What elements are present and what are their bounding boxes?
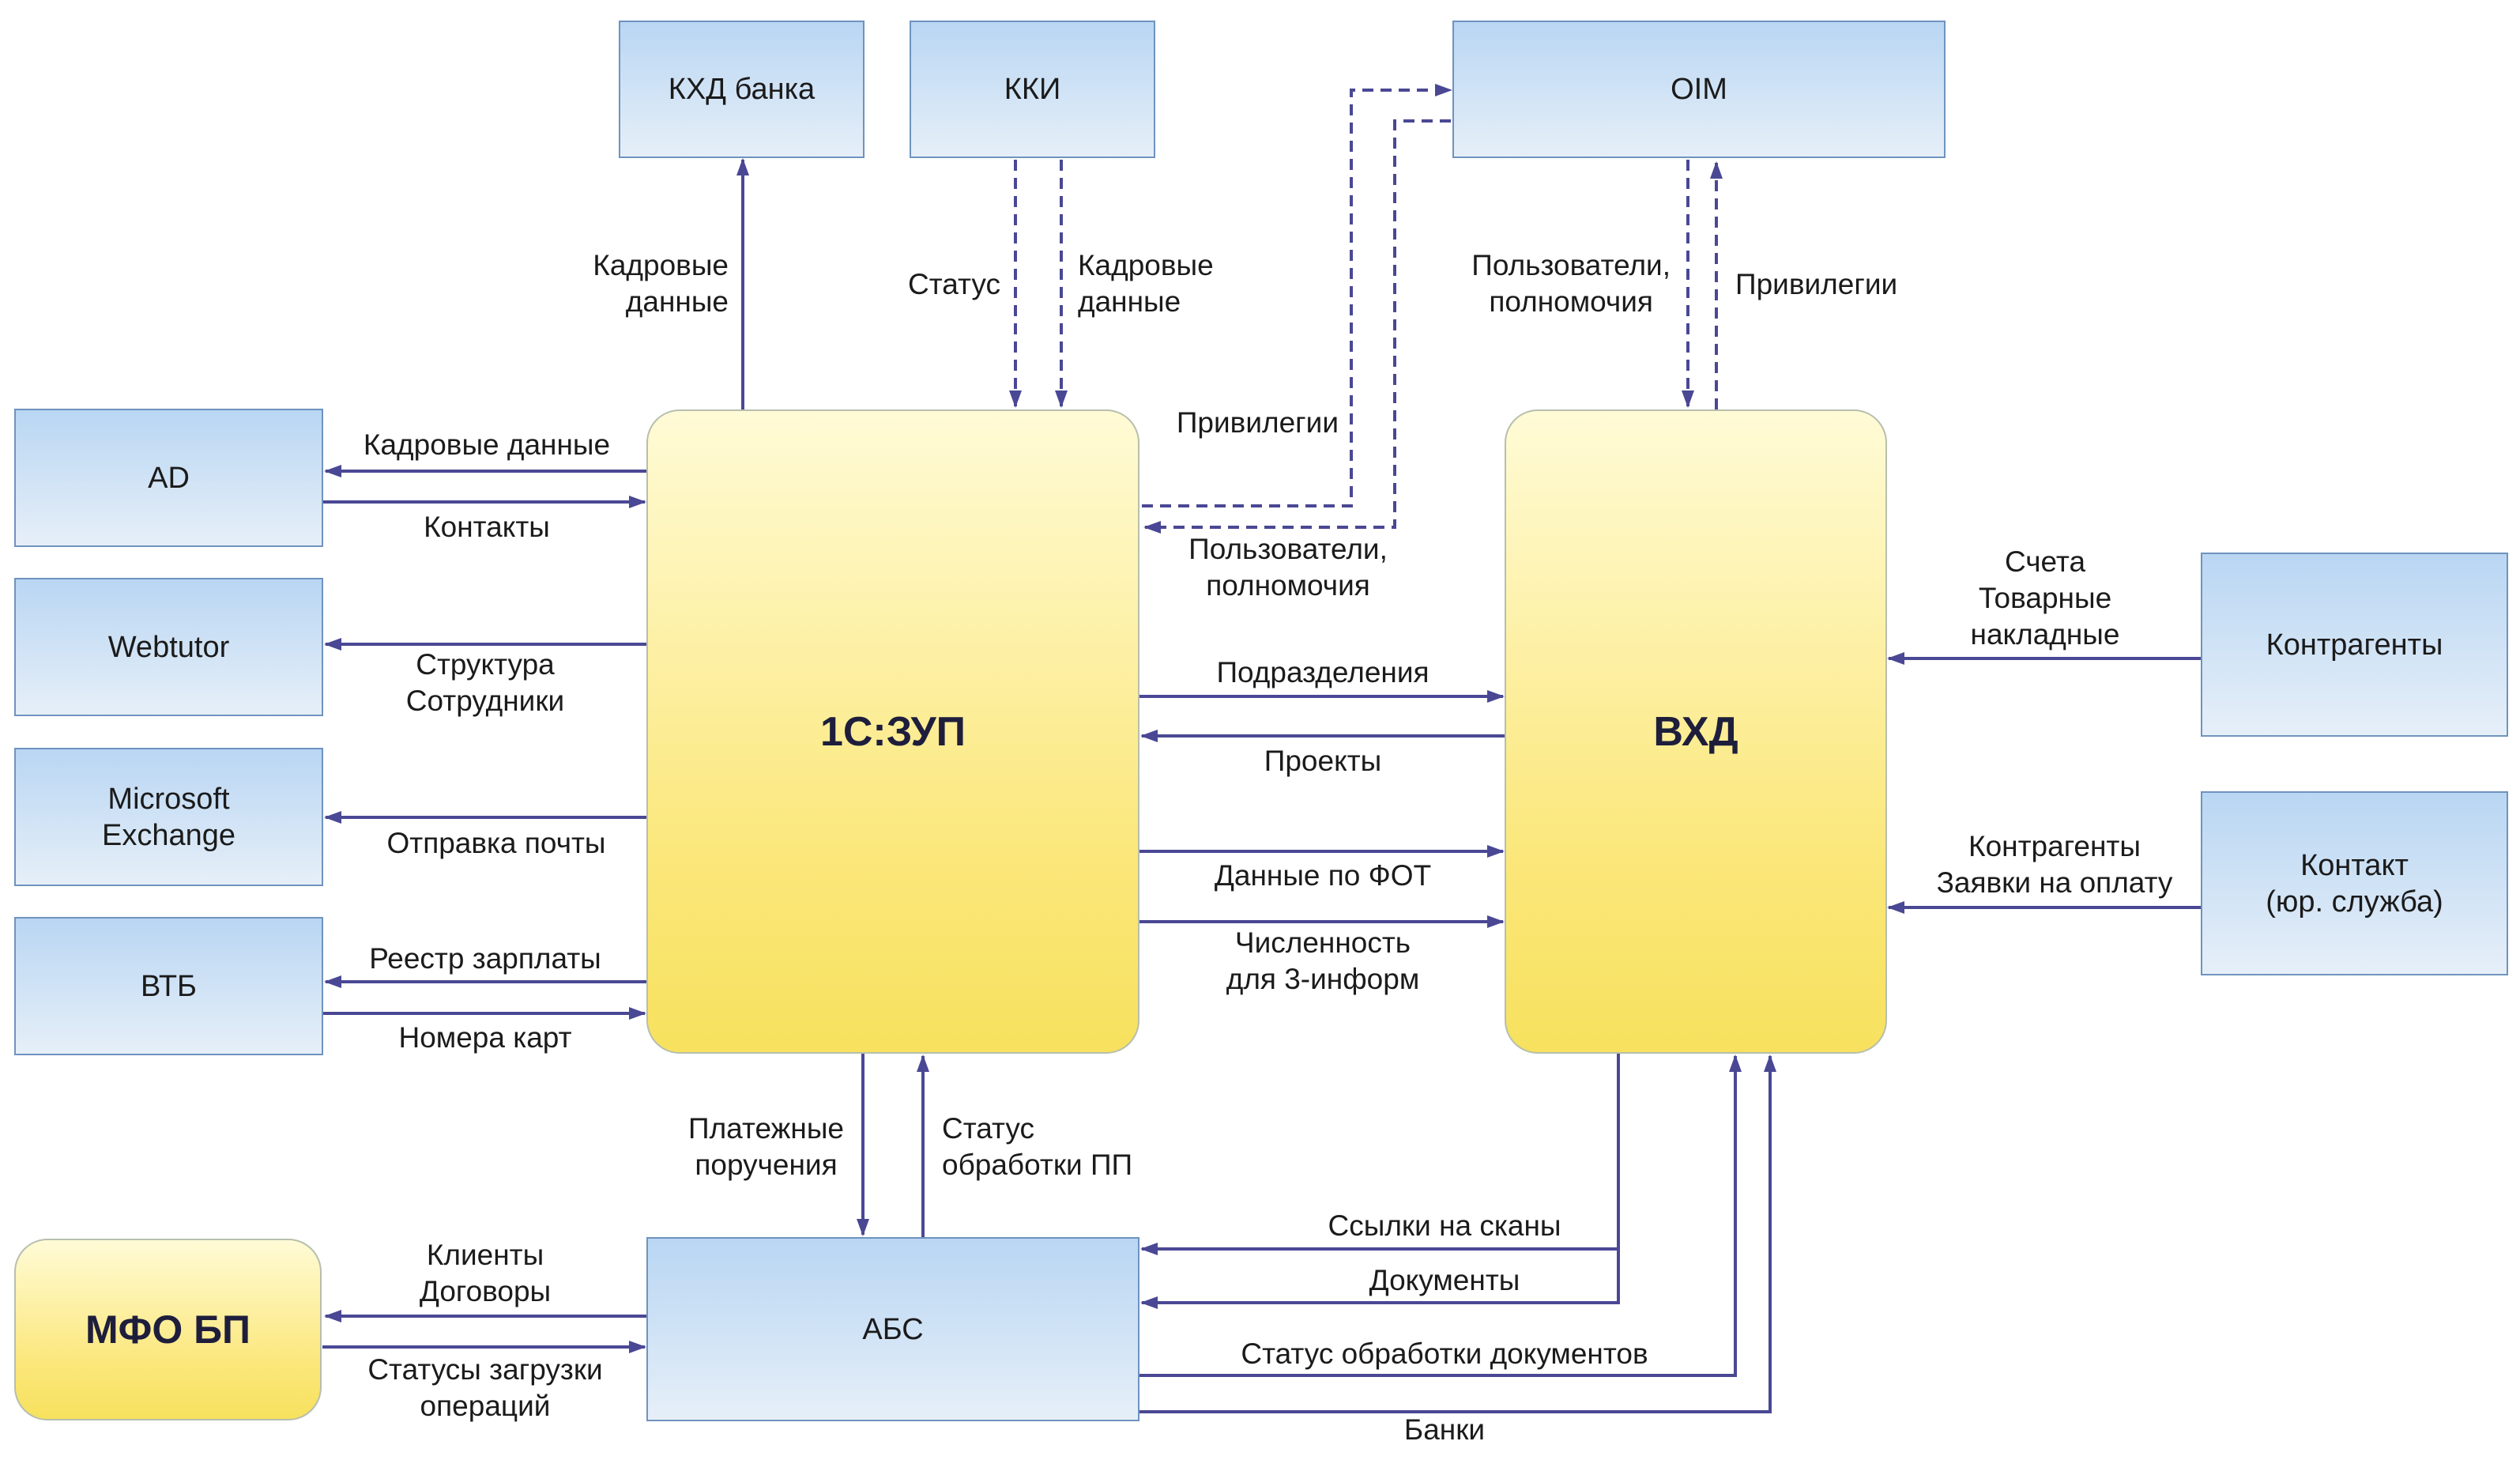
box-1c-zup: 1С:ЗУП xyxy=(646,409,1139,1054)
label-kadr-dannye-kki: Кадровые данные xyxy=(1078,247,1214,320)
box-vhd-label: ВХД xyxy=(1653,708,1738,755)
label-banki: Банки xyxy=(1403,1413,1486,1446)
label-kadr-dannye-khd: Кадровые данные xyxy=(593,247,729,320)
arrow-oim-users-to-zup xyxy=(1143,119,1451,534)
arrow-zup-privileges-to-oim xyxy=(1142,84,1452,507)
box-webtutor: Webtutor xyxy=(14,578,323,716)
label-scheta-line1: Счета xyxy=(2004,545,2086,578)
box-vtb: ВТБ xyxy=(14,917,323,1055)
box-kontragenty: Контрагенты xyxy=(2201,553,2508,737)
arrow-vhd-to-abs-dokumenty xyxy=(1140,1249,1620,1309)
label-statusy-line2: операций xyxy=(420,1390,551,1422)
label-exchange-pochta: Отправка почты xyxy=(386,827,606,859)
box-ms-exchange: Microsoft Exchange xyxy=(14,748,323,886)
box-vhd: ВХД xyxy=(1505,409,1887,1054)
label-status-docs: Статус обработки документов xyxy=(1241,1337,1648,1370)
label-web-struktura-line2: Сотрудники xyxy=(405,685,565,717)
box-kki: ККИ xyxy=(910,21,1155,158)
box-kontragenty-label: Контрагенты xyxy=(2266,628,2443,662)
box-khd-banka-label: КХД банка xyxy=(668,73,816,106)
box-ad: AD xyxy=(14,409,323,547)
label-web-struktura: Структура Сотрудники xyxy=(406,647,564,719)
label-klienty-line2: Договоры xyxy=(419,1275,552,1307)
label-scheta-line2: Товарные xyxy=(1978,582,2112,614)
label-klienty: Клиенты Договоры xyxy=(420,1237,551,1310)
label-kadr-dannye-kki-line1: Кадровые xyxy=(1078,249,1214,281)
box-abs: АБС xyxy=(646,1237,1139,1421)
label-kadr-dannye-khd-line1: Кадровые xyxy=(593,249,729,281)
box-vtb-label: ВТБ xyxy=(141,969,197,1003)
label-klienty-line1: Клиенты xyxy=(426,1239,544,1271)
label-status-pp-line2: обработки ПП xyxy=(942,1149,1133,1181)
label-dannye-fot: Данные по ФОТ xyxy=(1214,859,1432,892)
label-podrazdeleniya: Подразделения xyxy=(1216,656,1430,689)
box-mfo-bp-label: МФО БП xyxy=(85,1307,250,1352)
label-privilegii-oim: Привилегии xyxy=(1735,268,1898,300)
label-ad-kadr: Кадровые данные xyxy=(363,428,611,461)
label-polzovateli-zup-line2: полномочия xyxy=(1206,569,1370,602)
label-polzovateli-oim-line1: Пользователи, xyxy=(1471,249,1671,281)
box-ms-exchange-label-2: Exchange xyxy=(101,818,235,852)
box-mfo-bp: МФО БП xyxy=(14,1239,322,1420)
label-scheta: Счета Товарные накладные xyxy=(1971,544,2120,653)
label-statusy: Статусы загрузки операций xyxy=(367,1352,602,1424)
label-proekty: Проекты xyxy=(1264,745,1382,777)
label-kontragenty-zayavki-line2: Заявки на оплату xyxy=(1936,866,2173,899)
box-abs-label: АБС xyxy=(862,1312,924,1346)
label-vtb-karty: Номера карт xyxy=(398,1021,572,1054)
box-kontakt: Контакт (юр. служба) xyxy=(2201,791,2508,975)
label-status-kki: Статус xyxy=(908,268,1000,300)
box-kontakt-label-2: (юр. служба) xyxy=(2266,885,2443,919)
box-khd-banka: КХД банка xyxy=(619,21,864,158)
label-ad-kontakty: Контакты xyxy=(424,511,550,543)
label-scheta-line3: накладные xyxy=(1970,618,2120,651)
label-polzovateli-zup: Пользователи, полномочия xyxy=(1188,531,1388,604)
label-polzovateli-oim: Пользователи, полномочия xyxy=(1471,247,1671,320)
label-vtb-reestr: Реестр зарплаты xyxy=(369,942,601,975)
label-chislennost: Численность для 3-информ xyxy=(1226,925,1420,998)
label-web-struktura-line1: Структура xyxy=(416,648,555,681)
label-kadr-dannye-khd-line2: данные xyxy=(625,285,729,318)
label-statusy-line1: Статусы загрузки xyxy=(367,1353,603,1386)
label-polzovateli-zup-line1: Пользователи, xyxy=(1188,533,1388,565)
box-kontakt-label-1: Контакт xyxy=(2300,848,2409,882)
label-ssylki: Ссылки на сканы xyxy=(1328,1209,1561,1242)
box-kki-label: ККИ xyxy=(1004,73,1061,106)
label-platezhnye-line1: Платежные xyxy=(688,1112,844,1145)
label-privilegii-zup: Привилегии xyxy=(1176,406,1339,439)
label-platezhnye-line2: поручения xyxy=(695,1149,838,1181)
label-platezhnye: Платежные поручения xyxy=(688,1111,844,1183)
label-polzovateli-oim-line2: полномочия xyxy=(1489,285,1653,318)
box-webtutor-label: Webtutor xyxy=(107,630,230,664)
label-kontragenty-zayavki-line1: Контрагенты xyxy=(1968,830,2141,862)
arrow-abs-to-vhd-banki xyxy=(1139,1054,1776,1413)
label-status-pp-line1: Статус xyxy=(942,1112,1034,1145)
label-kontragenty-zayavki: Контрагенты Заявки на оплату xyxy=(1937,828,2173,901)
box-ms-exchange-label-1: Microsoft xyxy=(107,782,230,816)
arrow-abs-to-vhd-status xyxy=(1139,1054,1742,1377)
label-status-pp: Статус обработки ПП xyxy=(942,1111,1132,1183)
box-oim: OIM xyxy=(1452,21,1946,158)
box-oim-label: OIM xyxy=(1671,73,1727,106)
label-kadr-dannye-kki-line2: данные xyxy=(1078,285,1181,318)
box-ad-label: AD xyxy=(148,461,190,495)
box-1c-zup-label: 1С:ЗУП xyxy=(819,708,966,755)
label-chislennost-line1: Численность xyxy=(1234,926,1411,959)
label-chislennost-line2: для 3-информ xyxy=(1226,963,1420,995)
label-dokumenty: Документы xyxy=(1369,1264,1520,1296)
